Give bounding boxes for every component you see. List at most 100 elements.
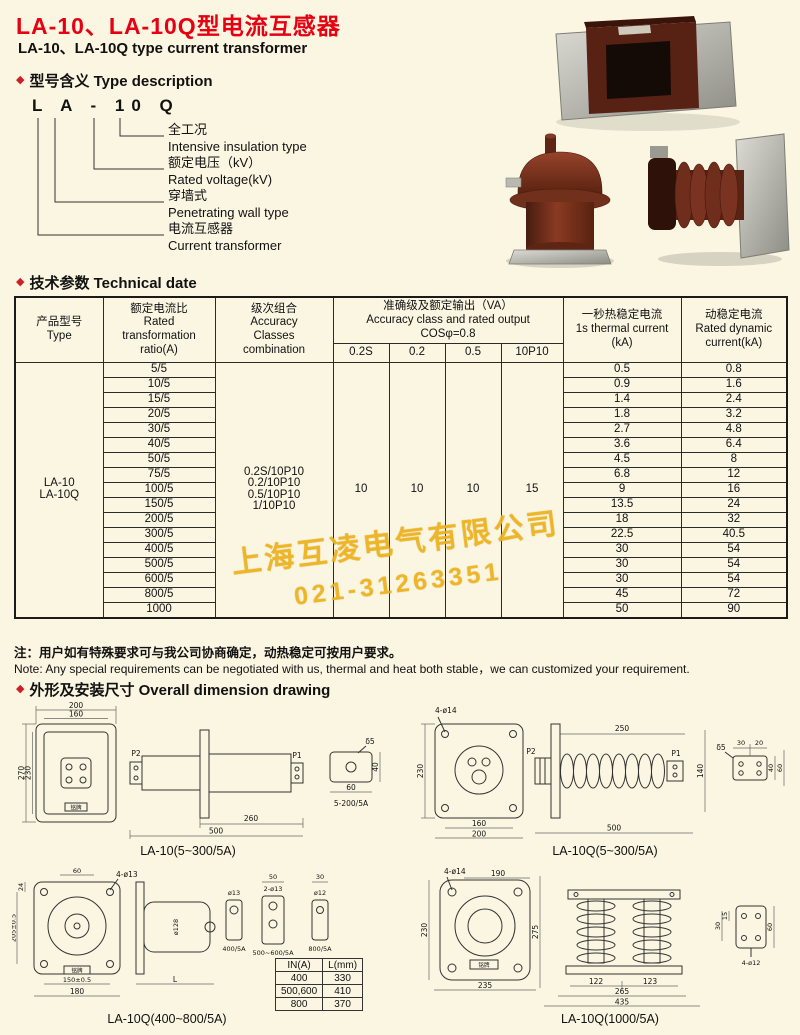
la10q-lg-side-view: [565, 889, 683, 975]
dim-label: 160: [472, 819, 487, 828]
table-row: LA-10 LA-10Q 5/5 0.2S/10P10 0.2/10P10 0.…: [14, 362, 788, 619]
la10q-dim-lines: [421, 723, 706, 839]
la10q-side-view: [534, 723, 684, 819]
dim-label: ø13: [228, 889, 240, 897]
type-code-diagram: L A - 10 Q 全工况 Intensive insulation type…: [18, 96, 458, 268]
type-code-connectors: [37, 118, 164, 236]
product-photo-box-type: [555, 16, 740, 131]
drawing-caption: LA-10Q(5~300/5A): [552, 844, 658, 858]
dim-label: 200: [69, 701, 84, 710]
table-row: 400 330: [274, 971, 364, 985]
la10q-lg-dim-lines: [428, 876, 700, 1007]
drawing-la10q-medium-art: 60 4-ø13 24 205±0.5 150±0.5 180 铭牌 ø128 …: [10, 867, 332, 997]
dim-label: δ5: [716, 743, 726, 752]
technical-parameters-table: 产品型号 Type 额定电流比 Rated transformation rat…: [14, 296, 789, 619]
la10q-med-side-view: [135, 881, 216, 975]
type-label: 电流互感器: [168, 221, 234, 236]
type-label: Intensive insulation type: [168, 138, 307, 154]
dim-label: 205±0.5: [12, 914, 18, 942]
la10q-lg-detail-dims: [721, 906, 775, 948]
drawing-la10q-medium: 60 4-ø13 24 205±0.5 150±0.5 180 铭牌 ø128 …: [10, 867, 417, 1034]
la10q-plate-detail: [724, 751, 768, 781]
type-label: 额定电压（kV）: [168, 155, 262, 170]
note-en: Note: Any special requirements can be ne…: [14, 662, 690, 676]
dim-label: 4-ø14: [444, 868, 466, 876]
dim-label: 5-200/5A: [334, 799, 369, 808]
dim-label: ø12: [314, 889, 326, 897]
type-label: Penetrating wall type: [168, 204, 289, 220]
dim-label: 4-ø13: [116, 870, 138, 879]
dim-label: 230: [420, 923, 429, 938]
type-cell: LA-10 LA-10Q: [14, 362, 104, 619]
dim-label: 275: [531, 925, 540, 940]
dim-label: 800/5A: [308, 945, 332, 953]
la10q-med-terminal-details: [225, 895, 329, 945]
col-header-thermal: 一秒热稳定电流 1s thermal current (kA): [562, 296, 682, 364]
dim-label: 60: [776, 764, 784, 772]
nameplate-label: 铭牌: [71, 967, 83, 975]
product-photo-wall-mounted: [648, 133, 790, 266]
dim-label: δ5: [365, 737, 375, 746]
dim-label: 180: [70, 987, 85, 996]
la10-terminal-plate-detail: [329, 745, 373, 783]
terminal-label-p1: P1: [671, 749, 681, 758]
dim-label: 270: [18, 766, 26, 781]
type-code-labels: 全工况 Intensive insulation type 额定电压（kV） R…: [168, 122, 307, 254]
dim-label: 2-ø13: [264, 885, 283, 893]
product-photos: [498, 12, 794, 270]
section-heading-type-label: 型号含义 Type description: [29, 73, 213, 90]
dim-label: 200: [472, 830, 487, 839]
dim-label: 60: [73, 868, 81, 875]
table-header-row: 产品型号 Type 额定电流比 Rated transformation rat…: [14, 296, 788, 364]
type-code: L A - 10 Q: [32, 96, 180, 115]
la10q-front-view: [434, 716, 524, 819]
table-row: 800 370: [274, 997, 364, 1011]
la10-detail-dim-lines: [330, 752, 381, 793]
diamond-icon: ◆: [16, 683, 25, 695]
drawing-la10-art: 200 160 270 230 铭牌 P2 P1 260 500 δ5 40 6…: [17, 701, 381, 839]
drawing-la10q-large: 4-ø14 190 230 275 235 铭牌 122 123 265 435…: [420, 867, 792, 1034]
drawing-caption: LA-10Q(1000/5A): [561, 1012, 659, 1026]
dim-label: 4-ø14: [435, 706, 457, 715]
dim-label: 50: [269, 873, 277, 881]
col-header-accuracy: 级次组合 Accuracy Classes combination: [214, 296, 334, 364]
dim-label: 140: [696, 764, 705, 779]
dim-label: 160: [69, 710, 84, 719]
dim-label: 190: [491, 869, 506, 878]
nameplate-label: 铭牌: [70, 804, 82, 812]
dim-label: L: [173, 975, 178, 984]
la10-front-view: [35, 723, 117, 823]
nameplate-label: 铭牌: [478, 961, 490, 969]
drawing-caption: LA-10Q(400~800/5A): [107, 1012, 227, 1026]
dim-label: 122: [589, 977, 604, 986]
dim-label: 30: [714, 922, 722, 930]
dim-label: 15: [721, 912, 729, 920]
la10q-med-front-view: [33, 878, 121, 975]
drawing-la10: 200 160 270 230 铭牌 P2 P1 260 500 δ5 40 6…: [17, 700, 413, 866]
drawing-la10q-small-art: 4-ø14 230 160 200 P2 P1 250 500 140 δ5 3…: [416, 706, 785, 839]
product-photo-cylindrical: [505, 133, 614, 268]
section-heading-dimensions-label: 外形及安装尺寸 Overall dimension drawing: [29, 682, 331, 699]
page-subtitle: LA-10、LA-10Q type current transformer: [18, 40, 308, 57]
type-label: Current transformer: [168, 237, 282, 253]
la10q-med-dim-lines: [16, 874, 214, 997]
dim-label: 265: [615, 987, 630, 996]
dim-label: 500: [209, 827, 224, 836]
dim-label: 40: [371, 762, 380, 772]
dim-label: 20: [755, 739, 763, 747]
load-length-table: IN(A) L(mm) 400 330 500,600 410 800 370: [274, 958, 364, 1011]
dim-label: 24: [17, 883, 25, 891]
dim-label: ø128: [172, 919, 180, 935]
la10q-lg-plate-detail: [735, 905, 767, 957]
table-row: 500,600 410: [274, 984, 364, 998]
accuracy-cell: 0.2S/10P10 0.2/10P10 0.5/10P10 1/10P10: [214, 362, 334, 619]
dim-label: 30: [737, 739, 745, 747]
dim-label: 500: [607, 824, 622, 833]
